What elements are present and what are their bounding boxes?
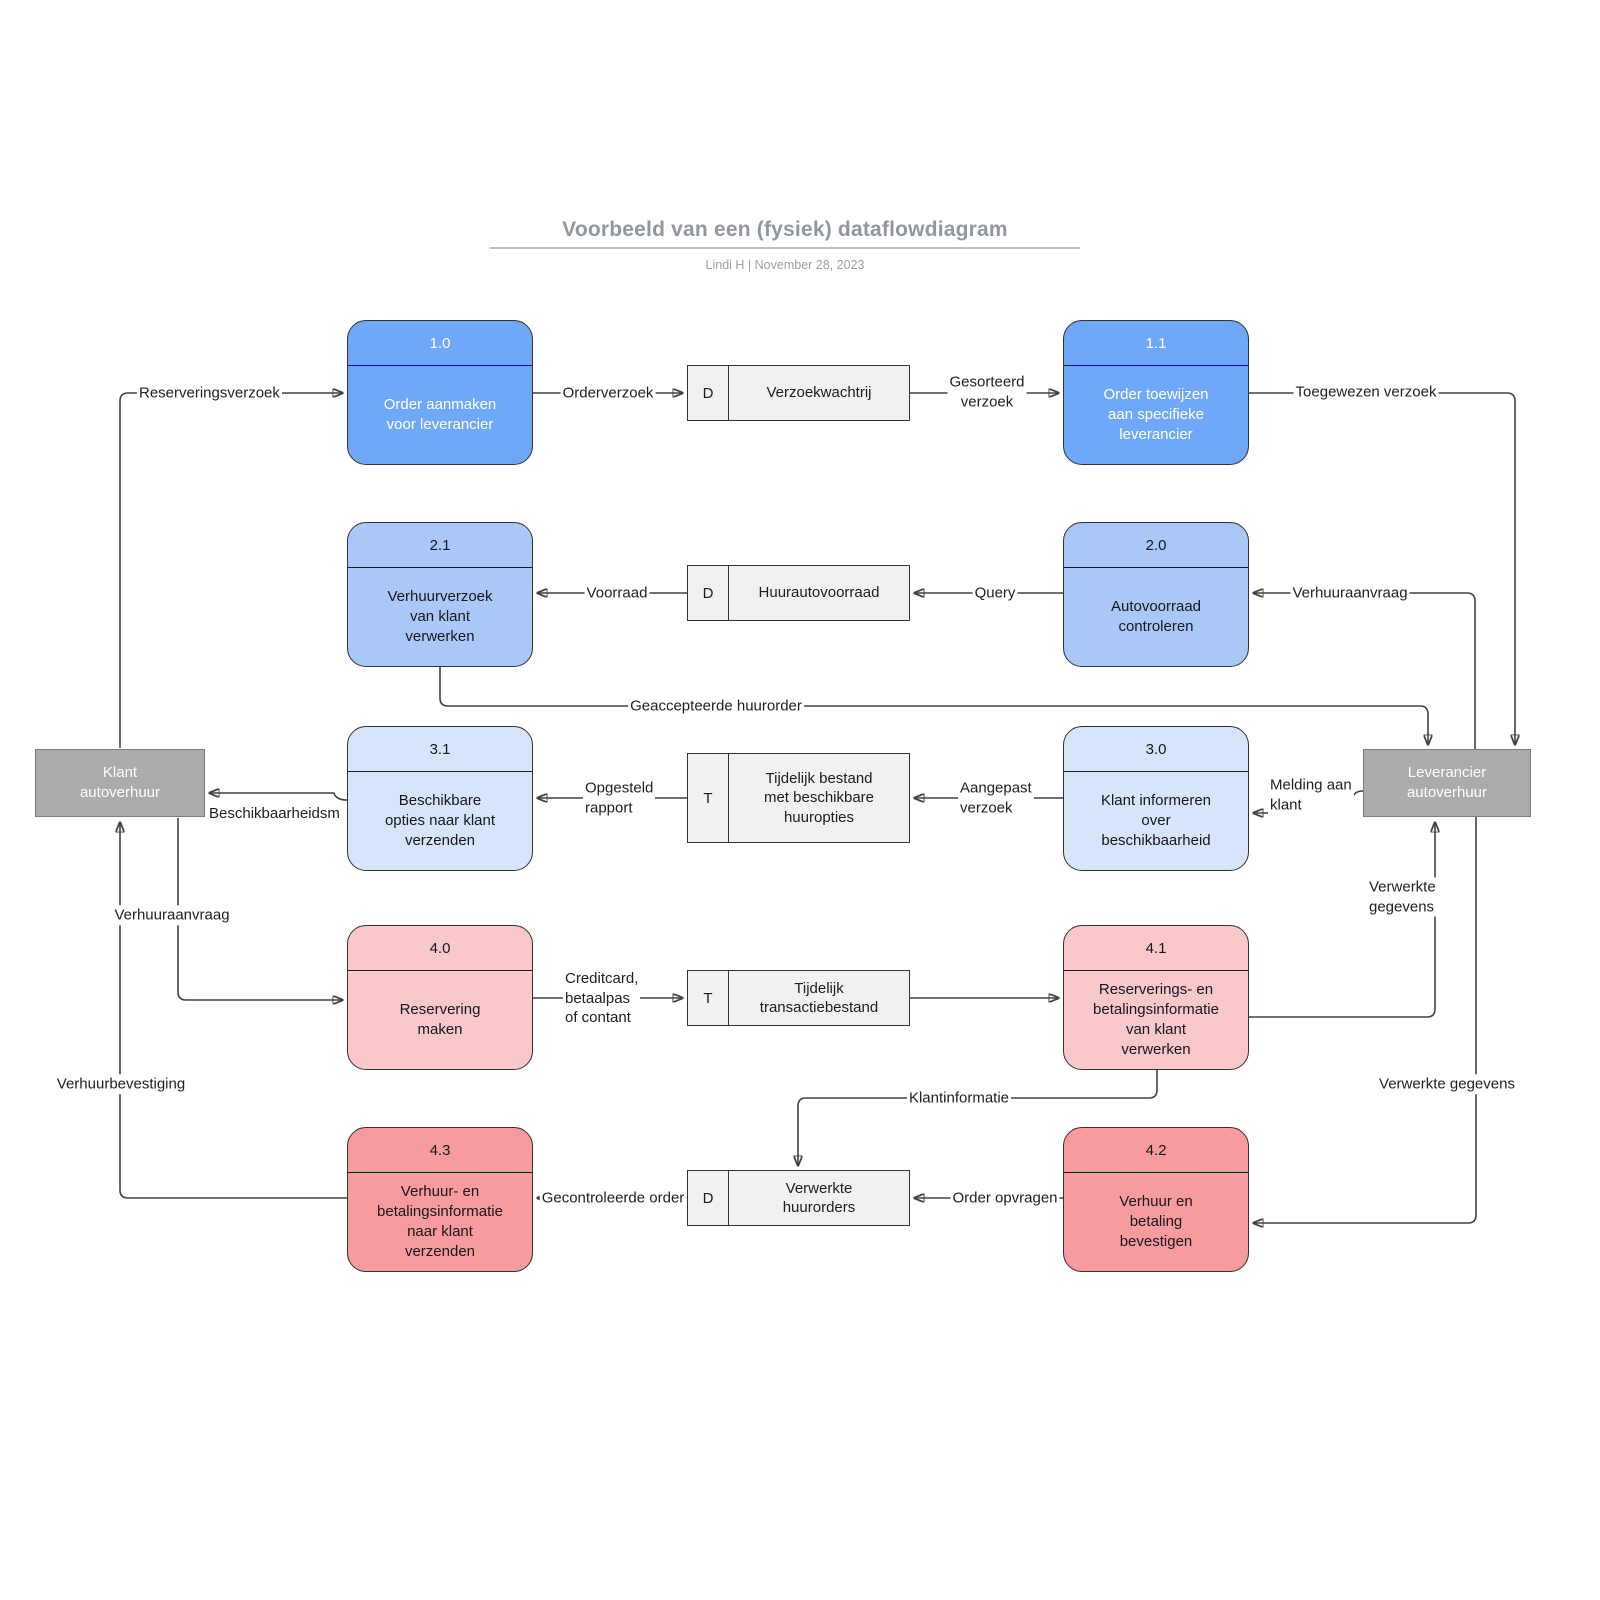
flow-label-opgesteld-rapport: Opgesteld rapport [583,778,656,818]
process-4-3[interactable]: 4.3 Verhuur- en betalingsinformatie naar… [347,1127,533,1272]
entity-leverancier-autoverhuur[interactable]: Leverancier autoverhuur [1363,749,1531,817]
process-4-0-label: Reservering maken [399,1000,481,1038]
flow-reserveringsverzoek-line [119,393,343,748]
flow-label-query: Query [972,583,1018,603]
process-4-2[interactable]: 4.2 Verhuur en betaling bevestigen [1063,1127,1249,1272]
process-2-1-id: 2.1 [348,523,532,568]
process-2-0-id: 2.0 [1064,523,1248,568]
process-3-0[interactable]: 3.0 Klant informeren over beschikbaarhei… [1063,726,1249,871]
process-1-1-id: 1.1 [1064,321,1248,366]
flow-label-toegewezen-verzoek: Toegewezen verzoek [1293,382,1439,402]
datastore-tijdelijk-bestand-huuropties-label: Tijdelijk bestand met beschikbare huurop… [763,769,875,826]
page-title: Voorbeeld van een (fysiek) dataflowdiagr… [562,218,1008,241]
process-3-1-label: Beschikbare opties naar klant verzenden [384,791,496,850]
flow-verhuurbevestiging-line [120,822,347,1199]
process-4-1-id: 4.1 [1064,926,1248,971]
entity-klant-autoverhuur-label: Klant autoverhuur [79,763,161,801]
flow-label-voorraad: Voorraad [584,583,650,603]
flow-label-gesorteerd-verzoek: Gesorteerd verzoek [947,372,1027,412]
process-1-0[interactable]: 1.0 Order aanmaken voor leverancier [347,320,533,465]
flow-label-order-opvragen: Order opvragen [950,1188,1060,1208]
process-1-1[interactable]: 1.1 Order toewijzen aan specifieke lever… [1063,320,1249,465]
process-1-0-id: 1.0 [348,321,532,366]
process-4-2-id: 4.2 [1064,1128,1248,1173]
process-2-0-label: Autovoorraad controleren [1110,597,1202,635]
datastore-tijdelijk-transactiebestand-label: Tijdelijk transactiebestand [759,979,879,1017]
flow-label-klantinformatie: Klantinformatie [906,1088,1012,1108]
flow-label-verhuuraanvraag-rechts: Verhuuraanvraag [1290,583,1410,603]
datastore-tijdelijk-transactiebestand[interactable]: T Tijdelijk transactiebestand [687,970,910,1026]
datastore-verzoekwachtrij-label: Verzoekwachtrij [766,384,872,402]
process-4-3-label: Verhuur- en betalingsinformatie naar kla… [377,1182,503,1261]
process-2-1-label: Verhuurverzoek van klant verwerken [387,587,493,646]
datastore-tijdelijk-bestand-huuropties-key: T [688,754,729,842]
flow-label-creditcard: Creditcard, betaalpas of contant [563,968,641,1028]
process-4-0[interactable]: 4.0 Reservering maken [347,925,533,1070]
flow-toegewezen-verzoek-line [1249,392,1515,745]
datastore-huurautovoorraad[interactable]: D Huurautovoorraad [687,565,910,621]
flow-geaccepteerde-huurorder-line [439,667,1428,745]
datastore-huurautovoorraad-label: Huurautovoorraad [758,584,880,602]
process-3-0-id: 3.0 [1064,727,1248,772]
flow-verwerkte-gegevens-omhoog-line [1249,822,1435,1018]
process-4-1-label: Reserverings- en betalingsinformatie van… [1093,980,1219,1059]
byline: Lindi H | November 28, 2023 [705,258,865,272]
process-2-0[interactable]: 2.0 Autovoorraad controleren [1063,522,1249,667]
process-4-3-id: 4.3 [348,1128,532,1173]
entity-leverancier-autoverhuur-label: Leverancier autoverhuur [1406,763,1488,801]
process-4-2-label: Verhuur en betaling bevestigen [1119,1192,1193,1251]
process-4-0-id: 4.0 [348,926,532,971]
datastore-tijdelijk-bestand-huuropties[interactable]: T Tijdelijk bestand met beschikbare huur… [687,753,910,843]
flow-label-orderverzoek: Orderverzoek [560,383,656,403]
flow-label-verwerkte-gegevens-omlaag: Verwerkte gegevens [1377,1074,1517,1094]
flow-beschikbaarheidsmelding-line [209,793,348,801]
process-1-1-label: Order toewijzen aan specifieke leveranci… [1103,385,1209,444]
datastore-verwerkte-huurorders[interactable]: D Verwerkte huurorders [687,1170,910,1226]
datastore-verzoekwachtrij[interactable]: D Verzoekwachtrij [687,365,910,421]
process-4-1[interactable]: 4.1 Reserverings- en betalingsinformatie… [1063,925,1249,1070]
datastore-huurautovoorraad-key: D [688,566,729,620]
flow-verwerkte-gegevens-omlaag-line [1253,817,1477,1223]
flow-label-verhuurbevestiging: Verhuurbevestiging [54,1074,188,1094]
flow-label-melding-aan-klant: Melding aan klant [1268,775,1354,815]
process-3-1-id: 3.1 [348,727,532,772]
process-2-1[interactable]: 2.1 Verhuurverzoek van klant verwerken [347,522,533,667]
flow-label-verwerkte-gegevens-omhoog: Verwerkte gegevens [1367,877,1438,917]
flow-label-gecontroleerde-order: Gecontroleerde order [539,1188,687,1208]
flow-verhuuraanvraag-links-line [177,818,343,1000]
flow-label-geaccepteerde-huurorder: Geaccepteerde huurorder [628,696,804,716]
datastore-tijdelijk-transactiebestand-key: T [688,971,729,1025]
datastore-verzoekwachtrij-key: D [688,366,729,420]
entity-klant-autoverhuur[interactable]: Klant autoverhuur [35,749,205,817]
flow-verhuuraanvraag-rechts-line [1253,593,1476,749]
flow-label-beschikbaarheidsmelding: Beschikbaarheidsm [209,805,340,822]
title-divider [490,247,1080,249]
process-3-1[interactable]: 3.1 Beschikbare opties naar klant verzen… [347,726,533,871]
flow-label-verhuuraanvraag-links: Verhuuraanvraag [112,905,232,925]
flow-label-aangepast-verzoek: Aangepast verzoek [958,778,1034,818]
datastore-verwerkte-huurorders-label: Verwerkte huurorders [782,1179,856,1217]
process-3-0-label: Klant informeren over beschikbaarheid [1100,791,1212,850]
process-1-0-label: Order aanmaken voor leverancier [383,395,497,433]
flow-label-reserveringsverzoek: Reserveringsverzoek [137,383,282,403]
datastore-verwerkte-huurorders-key: D [688,1171,729,1225]
